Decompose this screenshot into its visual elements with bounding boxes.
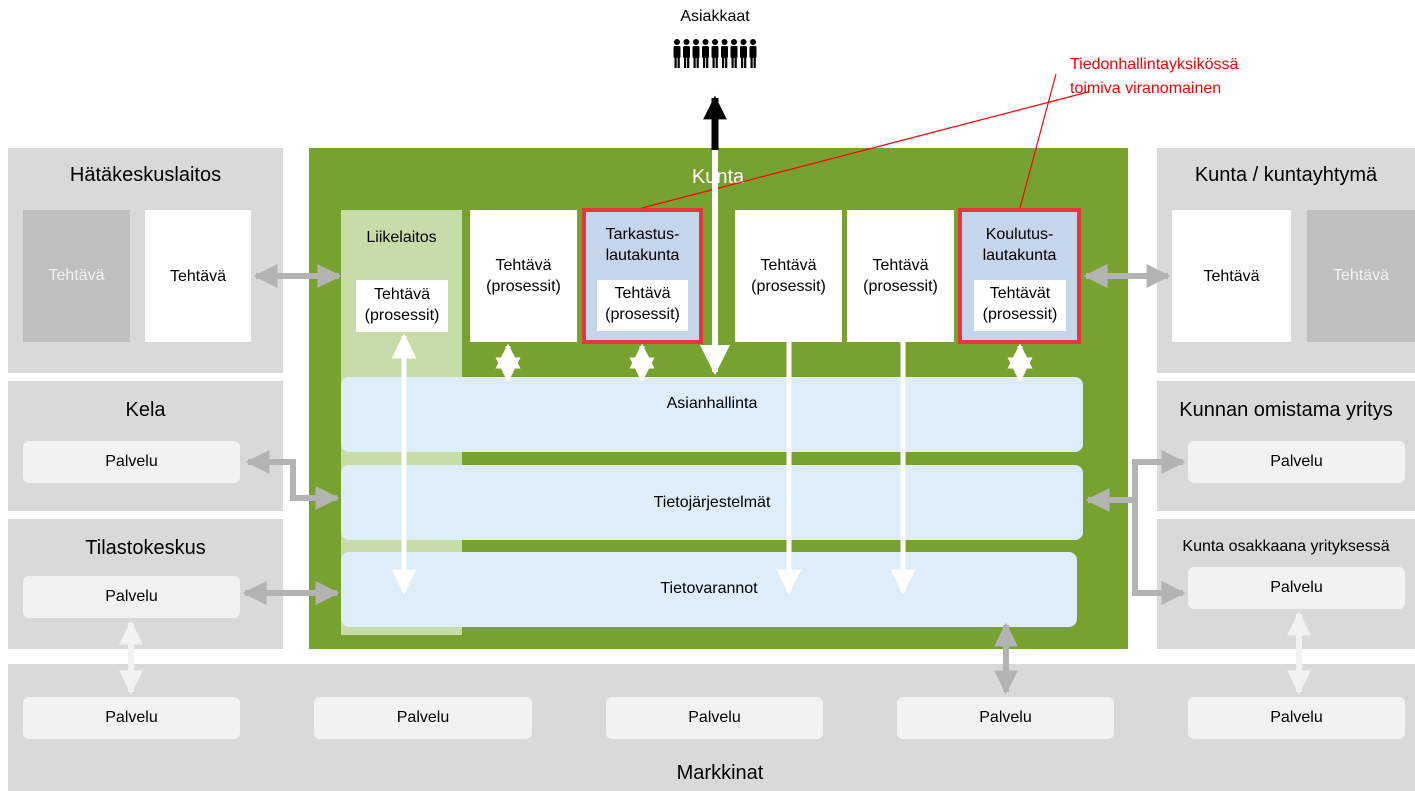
task-1-line2: (prosessit) [486, 278, 561, 295]
annotation-text: Tiedonhallintayksikössä toimiva viranoma… [1070, 53, 1370, 101]
emergency-task: Tehtävä [145, 210, 251, 342]
market-service-3: Palvelu [606, 697, 823, 739]
task-box-3: Tehtävä (prosessit) [847, 210, 954, 342]
task-box-1: Tehtävä (prosessit) [470, 210, 577, 342]
market-service-1: Palvelu [23, 697, 240, 739]
audit-board-line1: Tarkastus- [605, 226, 680, 243]
owned-company-link-arrow [1085, 450, 1186, 512]
annotation-line-audit [641, 91, 1089, 209]
market-title: Markkinat [676, 761, 764, 784]
education-task-line1: Tehtävät [989, 285, 1051, 302]
annotation-line1: Tiedonhallintayksikössä [1070, 56, 1239, 73]
owned-company-service: Palvelu [1188, 441, 1405, 483]
market-service-4: Palvelu [897, 697, 1114, 739]
information-systems-band: Tietojärjestelmät [341, 465, 1083, 540]
shareholder-service: Palvelu [1188, 567, 1405, 609]
education-task: Tehtävät (prosessit) [974, 280, 1066, 331]
annotation-line2: toimiva viranomainen [1070, 80, 1222, 97]
market-service-5: Palvelu [1188, 697, 1405, 739]
enterprise-task-line2: (prosessit) [364, 307, 440, 324]
stats-service: Palvelu [23, 576, 240, 618]
market-service-2: Palvelu [314, 697, 532, 739]
audit-task-line2: (prosessit) [605, 306, 680, 323]
data-resources-band: Tietovarannot [341, 552, 1077, 627]
kela-title: Kela [125, 398, 166, 421]
annotation-line-education [1019, 73, 1057, 209]
kela-link-arrow [245, 450, 340, 510]
shareholder-link-arrow [1132, 500, 1186, 605]
task-box-2: Tehtävä (prosessit) [735, 210, 842, 342]
customers-label: Asiakkaat [680, 8, 750, 25]
owned-company-title: Kunnan omistama yritys [1179, 398, 1393, 421]
audit-task-line1: Tehtävä [614, 285, 671, 302]
task-2-line2: (prosessit) [751, 278, 826, 295]
case-management-band: Asianhallinta [341, 377, 1083, 452]
shareholder-title: Kunta osakkaana yrityksessä [1182, 538, 1390, 555]
education-board-line1: Koulutus- [985, 226, 1054, 243]
audit-task: Tehtävä (prosessit) [597, 280, 688, 331]
municipality-title: Kunta / kuntayhtymä [1194, 163, 1378, 186]
task-2-line1: Tehtävä [760, 257, 817, 274]
stats-title: Tilastokeskus [85, 536, 206, 559]
municipality-task-muted: Tehtävä [1307, 210, 1415, 342]
emergency-title: Hätäkeskuslaitos [69, 163, 222, 186]
kela-service: Palvelu [23, 441, 240, 483]
audit-board-line2: lautakunta [605, 247, 680, 264]
task-3-line2: (prosessit) [863, 278, 938, 295]
enterprise-task: Tehtävä (prosessit) [356, 280, 448, 332]
municipality-title-group: Kunta [692, 166, 745, 188]
enterprise-label: Liikelaitos [366, 229, 437, 246]
education-task-line2: (prosessit) [982, 306, 1058, 323]
emergency-task-muted: Tehtävä [23, 210, 130, 342]
municipality-task: Tehtävä [1172, 210, 1291, 342]
task-3-line1: Tehtävä [872, 257, 929, 274]
municipality-center-title: Kunta [692, 166, 745, 188]
education-board-line2: lautakunta [982, 247, 1057, 264]
people-group-icon [673, 39, 757, 68]
task-1-line1: Tehtävä [495, 257, 552, 274]
enterprise-task-line1: Tehtävä [373, 286, 431, 303]
